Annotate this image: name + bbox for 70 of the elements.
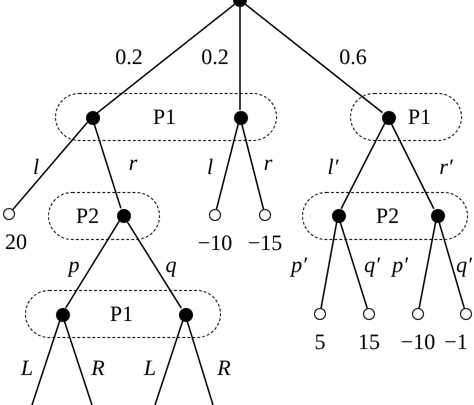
action-label: L (20, 357, 34, 379)
action-label: p (68, 254, 80, 276)
information-set-outline (302, 192, 468, 240)
decision-node (117, 209, 131, 223)
action-label: p′ (291, 254, 307, 276)
tree-branch (320, 222, 338, 308)
action-label: r (264, 152, 272, 174)
action-label: l′ (328, 156, 338, 178)
decision-node (179, 308, 193, 322)
player-label: P1 (408, 106, 432, 128)
terminal-node (460, 308, 472, 320)
information-set-outline (25, 290, 221, 338)
payoff-value: −15 (248, 232, 282, 254)
tree-branch (93, 123, 122, 209)
payoff-value: −10 (400, 331, 436, 353)
tree-branch (390, 122, 435, 210)
information-set-outline (55, 93, 277, 141)
action-label: r′ (439, 156, 453, 178)
decision-node (382, 111, 396, 125)
payoff-value: 20 (5, 231, 27, 253)
decision-node (56, 308, 70, 322)
payoff-value: −10 (198, 232, 232, 254)
player-label: P2 (376, 204, 400, 226)
tree-branch (31, 320, 61, 405)
action-label: q′ (456, 254, 472, 276)
terminal-node (314, 308, 326, 320)
payoff-value: 5 (314, 331, 326, 353)
decision-node (86, 111, 100, 125)
terminal-node (3, 208, 15, 220)
decision-node (431, 209, 445, 223)
tree-branch (438, 222, 466, 308)
terminal-node (363, 308, 375, 320)
action-label: q (166, 254, 176, 276)
tree-branch (186, 320, 214, 405)
information-set-outline (350, 93, 462, 141)
action-label: p′ (392, 254, 408, 276)
action-label: l (206, 156, 214, 178)
player-label: P2 (76, 204, 100, 226)
action-label: l (32, 156, 40, 178)
payoff-value: −1 (444, 331, 468, 353)
terminal-node (209, 209, 221, 221)
terminal-node (412, 308, 424, 320)
action-label: R (91, 357, 105, 379)
player-label: P1 (110, 302, 134, 324)
action-label: r (128, 152, 138, 174)
terminal-node (259, 209, 271, 221)
tree-branch (340, 122, 386, 210)
tree-branch (63, 320, 93, 405)
information-set-outline (48, 192, 160, 240)
tree-branch (216, 124, 239, 210)
probability-label: 0.2 (201, 46, 229, 68)
tree-branch (97, 4, 235, 114)
decision-node (332, 209, 346, 223)
tree-branch (65, 220, 120, 308)
tree-branch (418, 222, 436, 308)
tree-branch (154, 320, 184, 405)
tree-branch (339, 221, 368, 308)
action-label: R (217, 357, 231, 379)
tree-branch (245, 4, 383, 114)
player-label: P1 (152, 106, 176, 128)
action-label: L (144, 357, 156, 379)
tree-branch (12, 122, 88, 210)
tree-branch (239, 7, 241, 110)
action-label: q′ (364, 254, 380, 276)
tree-branch (241, 124, 264, 210)
probability-label: 0.2 (115, 46, 143, 68)
decision-node (234, 111, 248, 125)
tree-branch (126, 220, 182, 308)
probability-label: 0.6 (339, 46, 367, 68)
payoff-value: 15 (358, 331, 380, 353)
